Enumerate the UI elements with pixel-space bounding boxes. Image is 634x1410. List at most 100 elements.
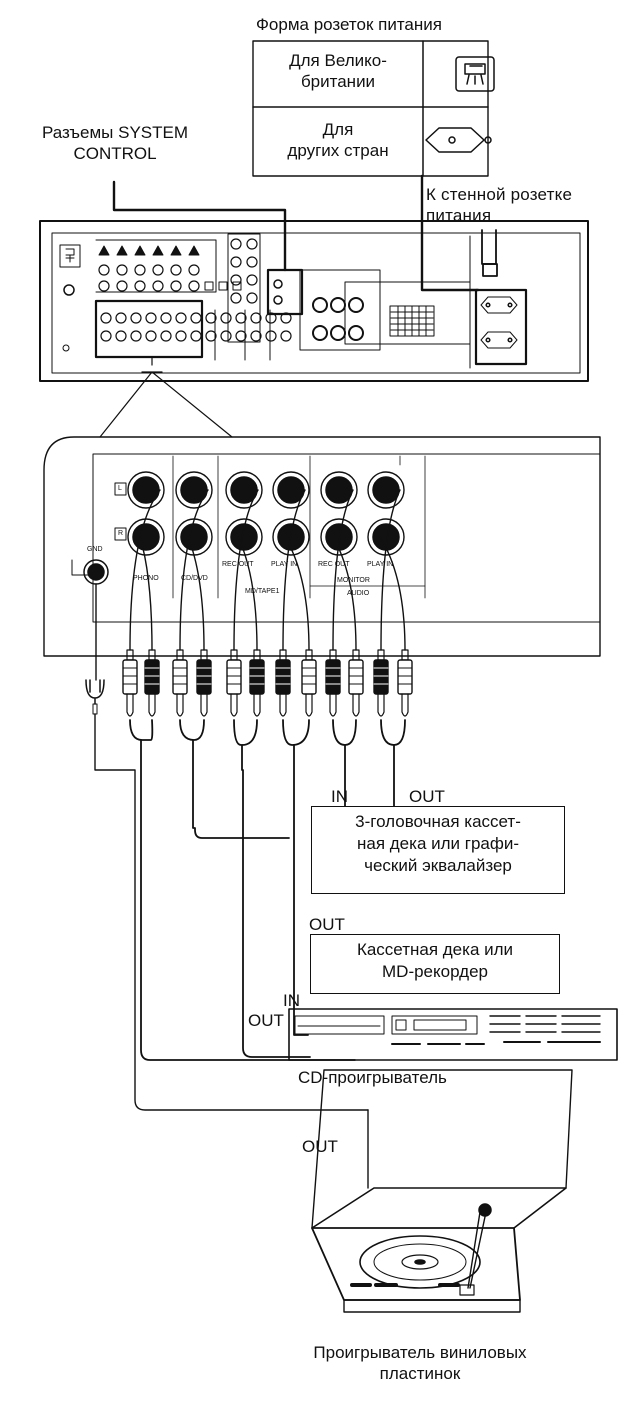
play-in-label-2: PLAY IN xyxy=(367,561,393,569)
panel-small-jack xyxy=(189,265,199,275)
rca-plug-body xyxy=(123,660,137,694)
panel-small-jack xyxy=(101,313,111,323)
panel-small-jack xyxy=(191,331,201,341)
panel-small-jack xyxy=(171,281,181,291)
panel-small-jack xyxy=(281,331,291,341)
rca-plug-tip xyxy=(177,650,183,660)
panel-small-jack xyxy=(135,265,145,275)
panel-small-jack xyxy=(205,282,213,290)
turntable-out-label: OUT xyxy=(302,1136,338,1157)
panel-small-jack xyxy=(171,265,181,275)
rca-plug-body xyxy=(250,660,264,694)
rca-plug-body xyxy=(276,660,290,694)
cd-player xyxy=(289,1009,617,1060)
rca-plug-tip xyxy=(280,650,286,660)
system-control-label: Разъемы SYSTEM CONTROL xyxy=(16,122,214,164)
panel-small-jack xyxy=(146,313,156,323)
panel-small-jack xyxy=(349,298,363,312)
panel-small-jack xyxy=(219,282,227,290)
panel-small-jack xyxy=(131,331,141,341)
rca-plug-tip xyxy=(127,650,133,660)
panel-small-jack xyxy=(247,239,257,249)
panel-small-jack xyxy=(331,298,345,312)
panel-small-jack xyxy=(153,246,163,255)
tape-md-in-label: IN xyxy=(283,990,300,1011)
rca-lead xyxy=(333,490,353,650)
rca-jack-inner xyxy=(373,477,399,503)
panel-small-jack xyxy=(266,331,276,341)
md-tape1-label: MD/TAPE1 xyxy=(245,588,280,596)
rca-plug-boot xyxy=(149,694,155,716)
panel-small-jack xyxy=(117,246,127,255)
cd-out-label: OUT xyxy=(248,1010,284,1031)
panel-small-jack xyxy=(313,298,327,312)
tape3-out-label: OUT xyxy=(409,786,445,807)
turntable xyxy=(312,1070,572,1312)
highlight-input-area xyxy=(96,301,202,357)
rca-plug-boot xyxy=(353,694,359,716)
panel-small-jack xyxy=(247,275,257,285)
rca-plug-tip xyxy=(254,650,260,660)
panel-small-jack xyxy=(161,331,171,341)
panel-small-jack xyxy=(231,239,241,249)
rca-lead xyxy=(234,490,258,650)
rca-plug-boot xyxy=(177,694,183,716)
rca-plug-tip xyxy=(201,650,207,660)
panel-small-jack xyxy=(153,265,163,275)
tape3-in-label: IN xyxy=(331,786,348,807)
other-label-line2: других стран xyxy=(254,140,422,161)
cd-dvd-label: CD/DVD xyxy=(181,575,208,583)
panel-small-jack xyxy=(117,281,127,291)
plug-table-title: Форма розеток питания xyxy=(256,14,442,35)
rca-plugs xyxy=(123,490,412,716)
uk-label-line2: британии xyxy=(254,71,422,92)
panel-small-jack xyxy=(146,331,156,341)
panel-small-jack xyxy=(99,281,109,291)
turntable-caption-line1: Проигрыватель виниловых xyxy=(280,1342,560,1363)
panel-small-jack xyxy=(176,331,186,341)
rca-plug-body xyxy=(173,660,187,694)
panel-small-jack xyxy=(116,313,126,323)
phono-label: PHONO xyxy=(133,575,159,583)
panel-small-jack xyxy=(161,313,171,323)
rca-plug-boot xyxy=(127,694,133,716)
tape3-line1: 3-головочная кассет- xyxy=(312,811,564,833)
rca-lead xyxy=(283,490,305,650)
rca-plug-tip xyxy=(306,650,312,660)
rca-plug-boot xyxy=(402,694,408,716)
rca-plug-tip xyxy=(330,650,336,660)
rca-plug-body xyxy=(349,660,363,694)
rca-plug-boot xyxy=(254,694,260,716)
rca-jack-inner xyxy=(181,524,207,550)
rca-plug-tip xyxy=(378,650,384,660)
panel-small-jack xyxy=(131,313,141,323)
panel-small-jack xyxy=(99,265,109,275)
play-in-label-1: PLAY IN xyxy=(271,561,297,569)
system-control-line1: Разъемы SYSTEM xyxy=(16,122,214,143)
rca-plug-body xyxy=(326,660,340,694)
panel-small-jack xyxy=(221,331,231,341)
rca-lead xyxy=(130,490,160,650)
panel-small-jack xyxy=(313,326,327,340)
tape3-line2: ная дека или графи- xyxy=(312,833,564,855)
panel-small-jack xyxy=(221,313,231,323)
panel-small-jack xyxy=(231,257,241,267)
enlarged-rca-jacks xyxy=(128,472,404,555)
panel-small-jack xyxy=(153,281,163,291)
panel-small-jack xyxy=(191,313,201,323)
rca-plug-tip xyxy=(149,650,155,660)
rca-jack-inner xyxy=(133,524,159,550)
panel-small-jack xyxy=(101,331,111,341)
speaker-terminals xyxy=(390,306,434,336)
panel-small-jack xyxy=(171,246,181,255)
panel-small-jack xyxy=(116,331,126,341)
panel-small-jack xyxy=(135,281,145,291)
panel-divider xyxy=(215,310,270,360)
rca-plug-tip xyxy=(231,650,237,660)
r-label: R xyxy=(118,530,123,538)
rca-plug-boot xyxy=(330,694,336,716)
l-label: L xyxy=(118,485,122,493)
rca-plug-boot xyxy=(201,694,207,716)
rca-plug-body xyxy=(398,660,412,694)
gnd-terminal xyxy=(84,560,108,584)
